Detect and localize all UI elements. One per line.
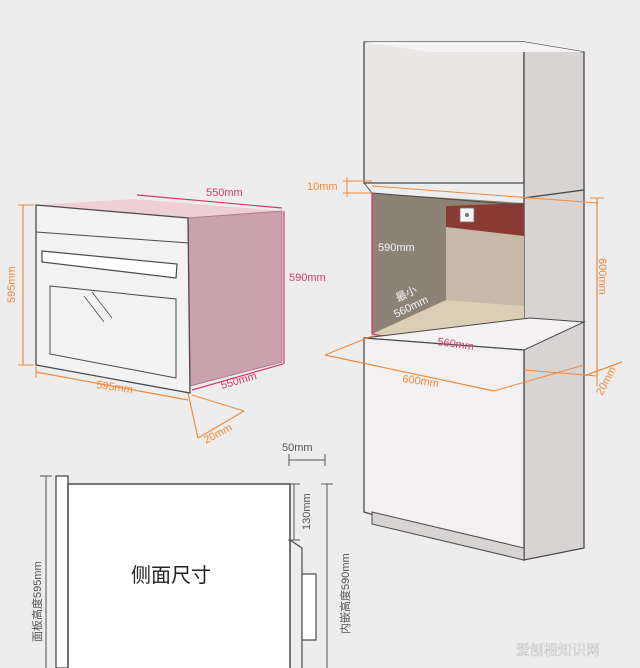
upper-cabinet-side (523, 41, 585, 199)
oven-height-inner-label: 590mm (289, 272, 326, 284)
cabinet-side-panel (523, 189, 585, 561)
top-gap-label: 10mm (307, 181, 338, 193)
niche-width-label: 560mm (437, 336, 475, 353)
oven-width-label: 595mm (96, 379, 134, 396)
cabinet-dimensions (324, 177, 623, 392)
door-gap-label: 20mm (202, 422, 235, 447)
upper-cabinet-top (364, 42, 584, 52)
oven-glass-reflection (91, 291, 113, 319)
side-inner-height-label: 内嵌高度590mm (338, 553, 352, 634)
upper-cabinet-front (363, 41, 525, 184)
oven-cavity-side (187, 210, 283, 387)
door-gap-line (187, 392, 199, 439)
oven-top-face (36, 199, 282, 218)
niche-top-edge (363, 182, 373, 194)
niche-height-label: 590mm (378, 242, 415, 254)
oven-drawing (35, 199, 283, 394)
oven-dimensions (18, 194, 285, 439)
side-view-drawing (40, 454, 333, 668)
side-handle-offset-label: 130mm (301, 493, 313, 530)
cabinet-drawing (363, 41, 586, 561)
niche-top-edge (371, 192, 525, 206)
power-socket-hole (465, 213, 469, 217)
door-gap-line (191, 394, 245, 412)
side-body (67, 483, 291, 668)
labels: 550mm 590mm 595mm 595mm 550mm 20mm 10mm … (6, 181, 619, 658)
oven-front-panel (35, 204, 191, 394)
side-handle (301, 573, 317, 641)
oven-handle (41, 250, 178, 279)
oven-depth-top-line (136, 194, 283, 209)
lower-cabinet-plinth (371, 511, 525, 561)
door-gap-line (197, 410, 245, 439)
cabinet-depth-line (493, 364, 585, 392)
cabinet-width-line (324, 354, 495, 392)
front-offset-label: 20mm (594, 365, 619, 398)
outer-width-label: 600mm (402, 373, 440, 390)
side-view-title: 侧面尺寸 (131, 564, 211, 587)
front-offset-line (583, 361, 623, 377)
watermark-text: 爱刨根知识网 (516, 642, 600, 658)
oven-depth-top-label: 550mm (206, 187, 243, 199)
side-panel-height-label: 面板高度595mm (30, 561, 44, 642)
oven-height-panel-label: 595mm (6, 266, 18, 303)
side-top-offset-label: 50mm (282, 442, 313, 454)
cabinet-top-width-line (371, 185, 599, 204)
cabinet-depth-line (324, 335, 373, 356)
oven-control-strip (35, 231, 190, 244)
oven-window (49, 285, 177, 379)
side-right-edge (289, 539, 303, 549)
side-panel-strip (55, 475, 69, 668)
cabinet-right-depth-line (523, 369, 598, 377)
outer-height-label: 600mm (596, 258, 608, 295)
oven-depth-bottom-line (191, 363, 284, 391)
oven-glass-reflection (83, 295, 105, 323)
oven-width-line (35, 371, 189, 401)
niche-wood-panel (446, 227, 524, 306)
